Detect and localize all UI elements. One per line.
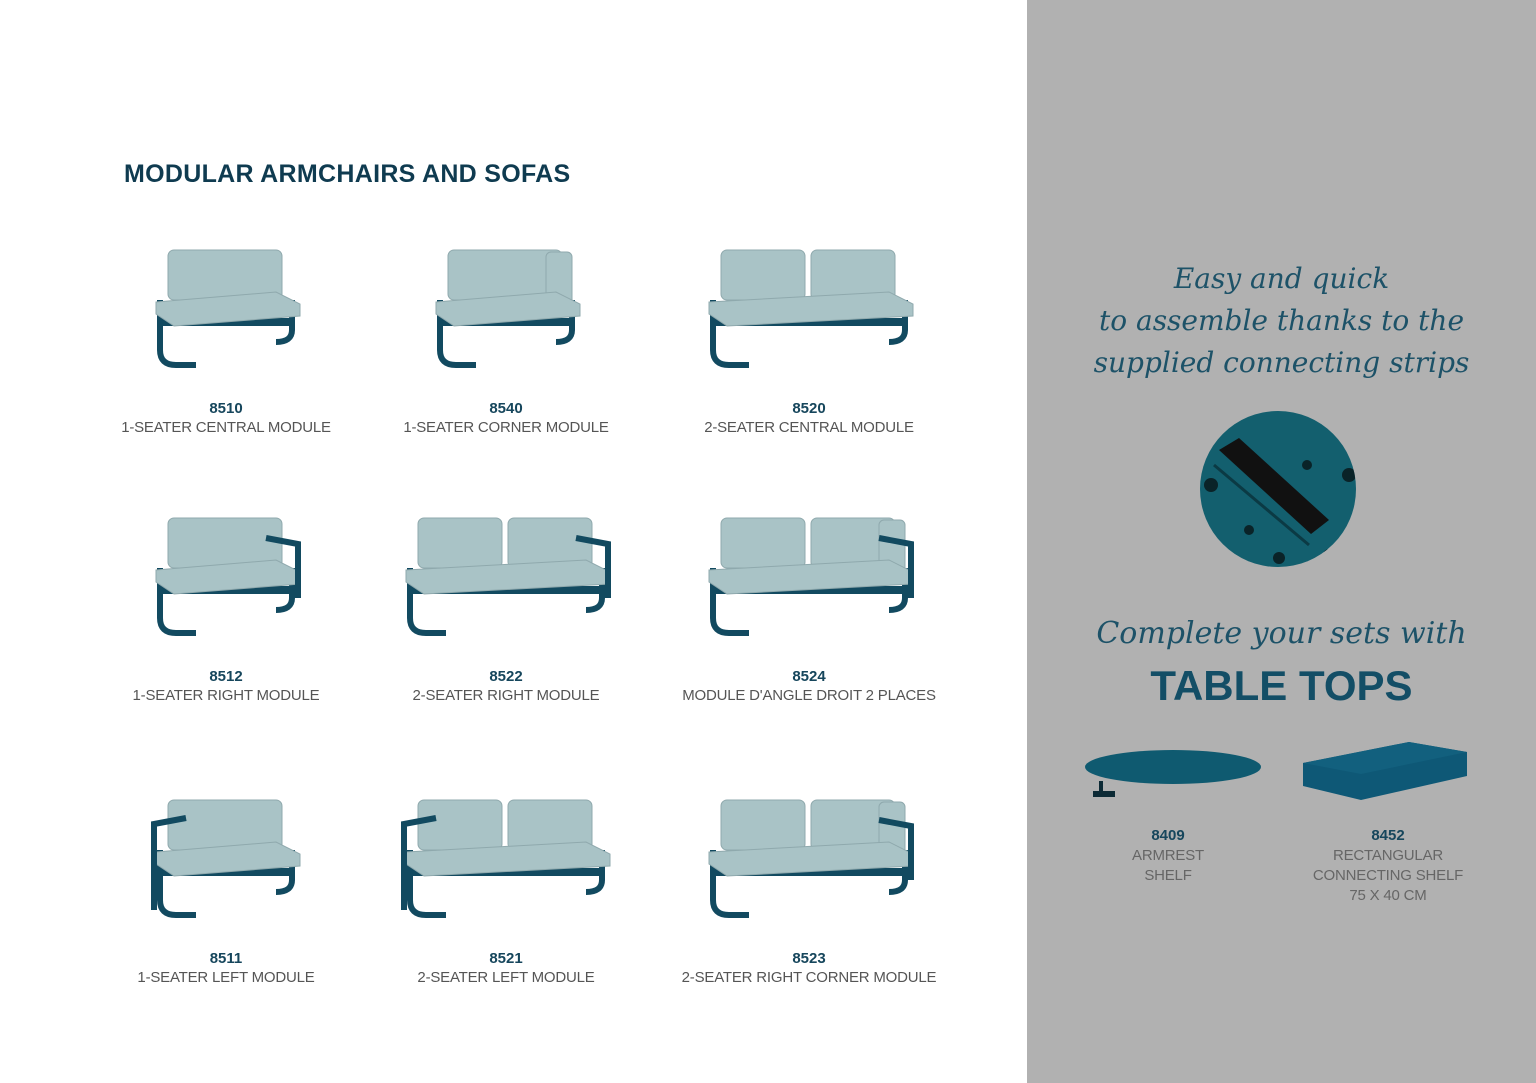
product-name: RECTANGULAR CONNECTING SHELF 75 X 40 CM: [1268, 846, 1508, 906]
product-name: 1-SEATER CENTRAL MODULE: [121, 419, 331, 436]
product-name: MODULE D'ANGLE DROIT 2 PLACES: [682, 687, 936, 704]
name-line: SHELF: [1144, 867, 1192, 884]
product-name: ARMREST SHELF: [1048, 846, 1288, 886]
product-8520: 8520 2-SEATER CENTRAL MODULE: [659, 240, 959, 436]
product-8522: 8522 2-SEATER RIGHT MODULE: [356, 508, 656, 704]
product-code: 8510: [209, 400, 243, 417]
tagline-line: supplied connecting strips: [1093, 346, 1470, 379]
sofa-image: [151, 799, 301, 918]
sofa-image: [405, 517, 611, 636]
product-name: 1-SEATER CORNER MODULE: [403, 419, 609, 436]
table-tops-heading: TABLE TOPS: [1150, 662, 1413, 709]
sofa-image: [401, 799, 611, 918]
product-code: 8524: [792, 668, 826, 685]
product-code: 8523: [792, 950, 826, 967]
product-name: 2-SEATER RIGHT MODULE: [412, 687, 600, 704]
sofa-image: [708, 517, 914, 636]
tagline-line: to assemble thanks to the: [1098, 304, 1465, 337]
product-8511: 8511 1-SEATER LEFT MODULE: [76, 790, 376, 986]
product-code: 8521: [489, 950, 523, 967]
product-8521: 8521 2-SEATER LEFT MODULE: [356, 790, 656, 986]
product-8523: 8523 2-SEATER RIGHT CORNER MODULE: [659, 790, 959, 986]
product-code: 8409: [1151, 827, 1185, 844]
armrest-shelf-image: [1085, 750, 1261, 797]
product-code: 8540: [489, 400, 523, 417]
page-title: MODULAR ARMCHAIRS AND SOFAS: [124, 160, 571, 188]
product-8540: 8540 1-SEATER CORNER MODULE: [356, 240, 656, 436]
sofa-image: [155, 249, 301, 368]
name-line: RECTANGULAR: [1332, 847, 1444, 864]
sofa-image: [708, 799, 914, 918]
connecting-strip-image: [1200, 411, 1356, 567]
side-panel: Easy and quick to assemble thanks to the…: [1027, 0, 1536, 1083]
product-name: 1-SEATER RIGHT MODULE: [132, 687, 320, 704]
tagline: Easy and quick to assemble thanks to the…: [1027, 258, 1536, 384]
sofa-image: [708, 249, 914, 368]
sofa-image: [435, 249, 581, 368]
product-name: 2-SEATER LEFT MODULE: [417, 969, 595, 986]
name-line: 75 X 40 CM: [1349, 887, 1427, 904]
sofa-image: [155, 517, 301, 636]
product-name: 1-SEATER LEFT MODULE: [137, 969, 315, 986]
product-code: 8511: [209, 950, 243, 967]
product-code: 8452: [1371, 827, 1405, 844]
accessory-8452: 8452 RECTANGULAR CONNECTING SHELF 75 X 4…: [1268, 827, 1508, 906]
product-name: 2-SEATER RIGHT CORNER MODULE: [681, 969, 937, 986]
accessory-8409: 8409 ARMREST SHELF: [1048, 827, 1288, 886]
product-8512: 8512 1-SEATER RIGHT MODULE: [76, 508, 376, 704]
name-line: ARMREST: [1132, 847, 1204, 864]
product-code: 8520: [792, 400, 826, 417]
name-line: CONNECTING SHELF: [1312, 867, 1464, 884]
tagline-line: Easy and quick: [1173, 262, 1390, 295]
complete-text: Complete your sets with: [1096, 616, 1467, 651]
product-code: 8522: [489, 668, 523, 685]
product-name: 2-SEATER CENTRAL MODULE: [704, 419, 914, 436]
connecting-shelf-image: [1303, 742, 1467, 800]
product-code: 8512: [209, 668, 243, 685]
product-8510: 8510 1-SEATER CENTRAL MODULE: [76, 240, 376, 436]
